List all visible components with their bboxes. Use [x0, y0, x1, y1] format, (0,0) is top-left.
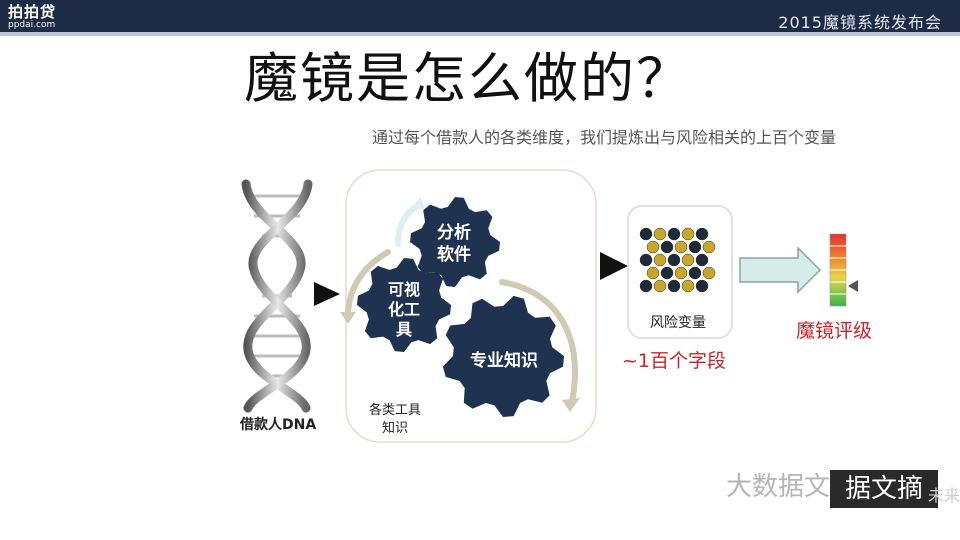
molecule-dot [660, 240, 674, 254]
molecule-dot [688, 240, 702, 254]
molecule-dot [639, 227, 653, 241]
gear-label-visual: 可视化工具 [387, 280, 420, 339]
big-arrow-icon [739, 246, 822, 294]
molecule-dot [660, 266, 674, 280]
molecule-dot [646, 266, 660, 280]
tools-label: 各类工具知识 [368, 403, 421, 436]
logo-main: 拍拍贷 [8, 3, 57, 21]
molecule-dot [695, 227, 709, 241]
gear-analysis-icon [410, 197, 500, 287]
molecule-dot [702, 240, 716, 254]
arrow-right-icon [314, 282, 340, 306]
molecule-dot [695, 279, 709, 293]
watermark-tail: 未来 [928, 486, 960, 505]
molecule-dot [681, 227, 695, 241]
header-bar: 拍拍贷 ppdai.com 2015魔镜系统发布会 [0, 0, 960, 36]
molecule-grid-icon [639, 227, 716, 293]
molecule-dot [674, 266, 688, 280]
slide-title: 魔镜是怎么做的？ [244, 47, 692, 110]
header-stripe [0, 32, 960, 36]
conference-title: 2015魔镜系统发布会 [778, 13, 942, 32]
molecule-dot [653, 227, 667, 241]
molecule-dot [702, 266, 716, 280]
gear-label-expertise: 专业知识 [470, 351, 538, 371]
molecule-dot [695, 253, 709, 267]
logo: 拍拍贷 ppdai.com [8, 4, 56, 30]
rating-label: 魔镜评级 [796, 320, 873, 342]
cycle-arrows-icon [340, 197, 580, 412]
rating-pointer-icon [848, 280, 858, 292]
molecule-dot [681, 253, 695, 267]
molecule-dot [646, 240, 660, 254]
gear-visual-icon [357, 258, 451, 352]
molecule-dot [667, 253, 681, 267]
molecule-dot [667, 279, 681, 293]
slide-subtitle: 通过每个借款人的各类维度，我们提炼出与风险相关的上百个变量 [372, 128, 837, 147]
watermark-box: 据文摘 [830, 470, 938, 508]
molecule-dot [653, 279, 667, 293]
molecule-dot [688, 266, 702, 280]
arrow-right-icon-2 [600, 252, 628, 280]
dna-helix-icon [241, 179, 313, 413]
gear-label-analysis: 分析软件 [437, 223, 471, 265]
molecule-dot [639, 279, 653, 293]
variables-label: 风险变量 [650, 315, 706, 331]
gears-group [357, 197, 564, 417]
molecule-dot [653, 253, 667, 267]
fields-label: ~1百个字段 [622, 350, 727, 372]
dna-label: 借款人DNA [240, 417, 317, 433]
molecule-dot [667, 227, 681, 241]
molecule-dot [674, 240, 688, 254]
rating-scale-ticks [830, 245, 846, 295]
molecule-dot [681, 279, 695, 293]
logo-sub: ppdai.com [8, 20, 56, 30]
gear-expertise-icon [442, 295, 564, 417]
molecule-dot [639, 253, 653, 267]
